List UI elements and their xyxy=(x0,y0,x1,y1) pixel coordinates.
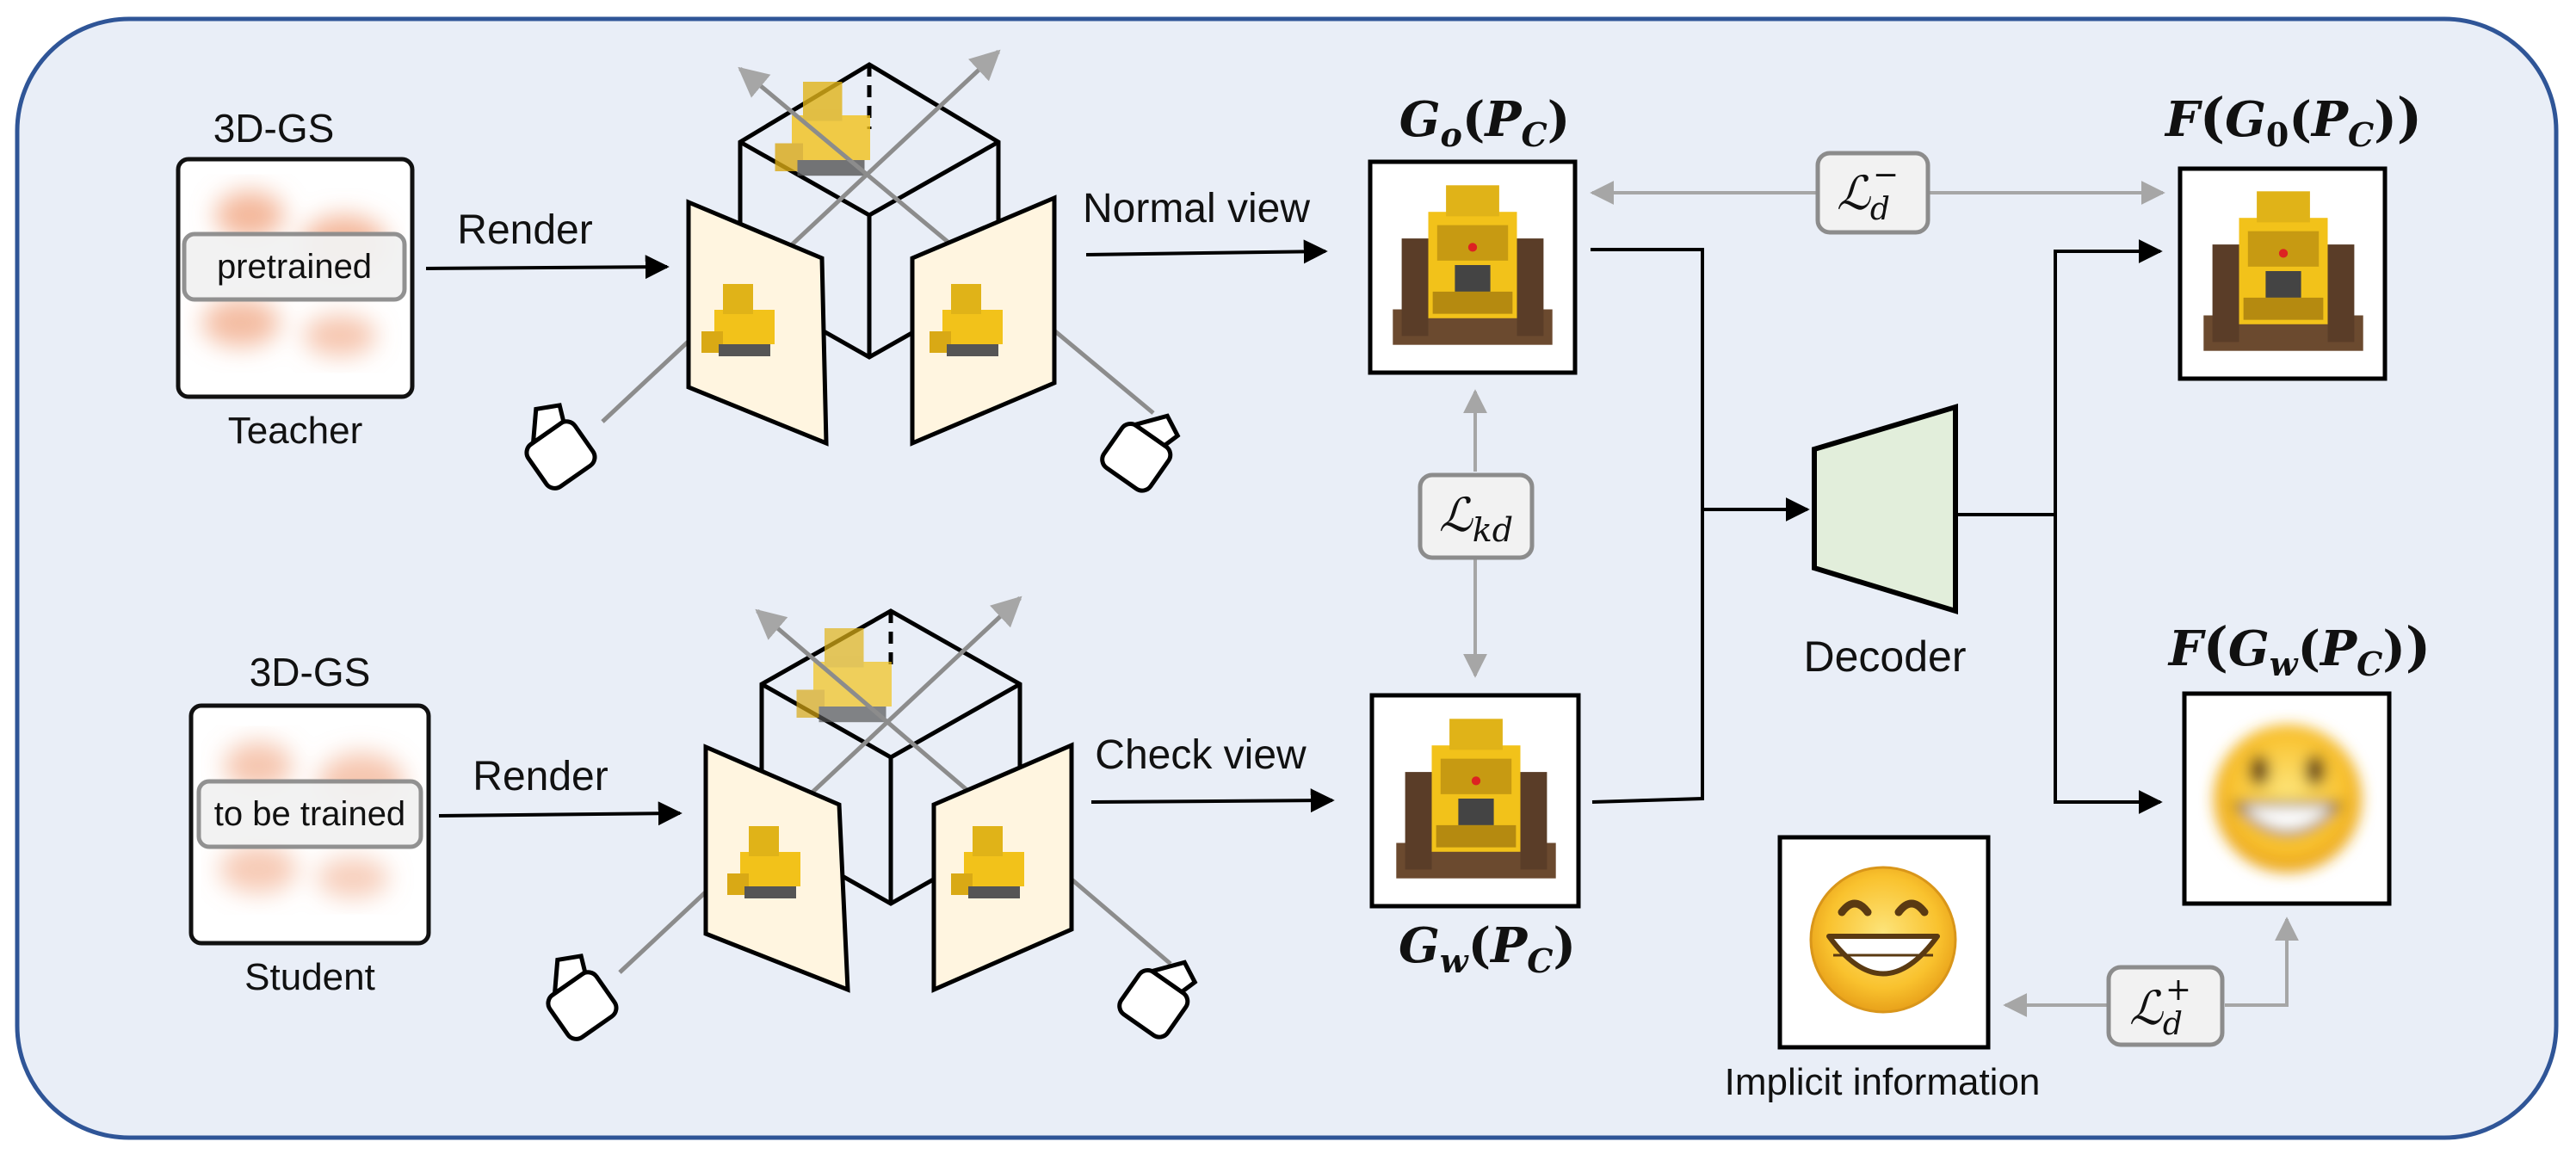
svg-text:Gw(PC): Gw(PC) xyxy=(1399,917,1576,980)
check-view-image xyxy=(1387,710,1565,887)
g-w-image-label: Gw(PC) xyxy=(1399,917,1576,980)
student-tag-text: to be trained xyxy=(214,795,405,833)
student-camera-left-icon xyxy=(546,953,619,1041)
student-render-scene xyxy=(546,596,1198,1041)
student-render-label: Render xyxy=(473,754,608,799)
svg-text:F(Gw(PC)): F(Gw(PC)) xyxy=(2167,615,2431,683)
teacher-role-label: Teacher xyxy=(228,410,363,452)
teacher-view-label: Normal view xyxy=(1083,186,1310,231)
teacher-render-scene xyxy=(524,49,1181,493)
d-minus-loss-box xyxy=(1815,151,1930,235)
student-role-label: Student xyxy=(244,956,375,998)
d-minus-loss-symbol: ℒd− xyxy=(1837,157,1899,227)
normal-view-to-decoder xyxy=(1591,248,1704,508)
teacher-camera-left-icon xyxy=(524,403,597,491)
blurred-emoji-icon xyxy=(2214,725,2362,873)
teacher-tag-box xyxy=(182,231,407,302)
d-plus-loss-box xyxy=(2106,965,2225,1047)
svg-text:F(G0(PC)): F(G0(PC)) xyxy=(2164,86,2422,154)
d-plus-loss-symbol: ℒd+ xyxy=(2129,972,2191,1042)
kd-loss-box xyxy=(1418,472,1535,560)
g-o-image-label: Go(PC) xyxy=(1399,91,1571,154)
teacher-branch: 3D-GS pretrained Teacher Render xyxy=(176,49,1328,493)
f-g0-image xyxy=(2195,182,2372,360)
decoder-shape xyxy=(1812,403,1958,615)
f-gw-label: F(Gw(PC)) xyxy=(2167,615,2431,683)
student-render-arrow xyxy=(438,801,683,826)
teacher-tag-text: pretrained xyxy=(217,248,372,286)
normal-view-arrow xyxy=(1085,239,1328,264)
student-model-label: 3D-GS xyxy=(250,650,371,694)
teacher-camera-right-icon xyxy=(1100,413,1181,493)
svg-text:Go(PC): Go(PC) xyxy=(1399,91,1571,154)
decoder-to-f-g0 xyxy=(2054,239,2163,515)
normal-view-image xyxy=(1384,176,1561,354)
teacher-render-arrow xyxy=(425,255,670,280)
student-view-label: Check view xyxy=(1095,732,1307,778)
grinning-emoji-icon xyxy=(1809,866,1957,1014)
f-g0-label: F(G0(PC)) xyxy=(2164,86,2422,154)
teacher-render-label: Render xyxy=(457,207,592,253)
kd-loss-symbol: ℒkd xyxy=(1439,488,1513,549)
decoder-label: Decoder xyxy=(1804,633,1967,681)
student-camera-right-icon xyxy=(1117,960,1198,1040)
d-plus-arrow-up xyxy=(2225,916,2299,1007)
student-branch: 3D-GS to be trained Student Render xyxy=(188,596,1335,1041)
implicit-info-label: Implicit information xyxy=(1725,1061,2041,1103)
check-view-arrow xyxy=(1090,788,1335,813)
check-view-to-decoder xyxy=(1591,508,1704,804)
student-tag-box xyxy=(196,779,423,849)
teacher-model-label: 3D-GS xyxy=(213,106,335,151)
decoder-to-f-gw xyxy=(2054,515,2163,814)
